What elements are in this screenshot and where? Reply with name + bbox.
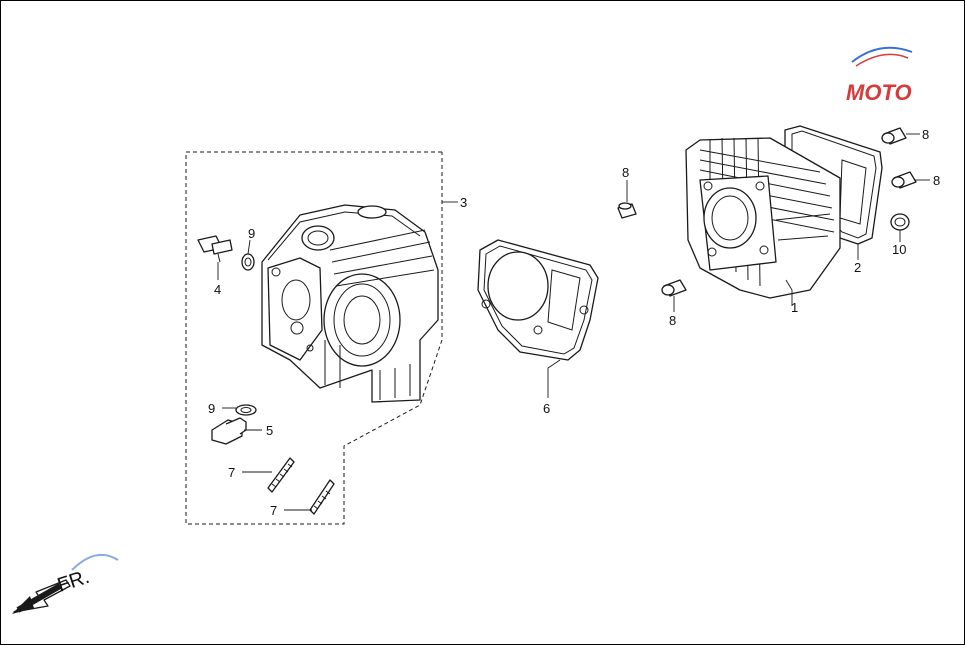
watermark-text: MOTO	[846, 80, 912, 105]
washer-9-upper	[241, 239, 255, 271]
callout-10: 10	[892, 242, 906, 257]
callout-7b: 7	[270, 503, 277, 518]
callout-8a: 8	[622, 165, 629, 180]
callout-5: 5	[266, 423, 273, 438]
watermark-bottom-left	[71, 553, 119, 571]
stud-7-lower	[284, 479, 335, 515]
callout-4: 4	[214, 282, 221, 297]
stud-7-upper	[242, 457, 295, 493]
cylinder-head	[261, 204, 439, 403]
stud-bolt-4	[197, 235, 233, 280]
seal-ring-10	[890, 213, 910, 242]
callout-8b: 8	[669, 313, 676, 328]
callout-3: 3	[460, 195, 467, 210]
callout-1: 1	[791, 300, 798, 315]
callout-9a: 9	[248, 226, 255, 241]
callout-8c: 8	[922, 127, 929, 142]
cylinder-block	[685, 137, 841, 306]
front-direction-arrow	[12, 579, 71, 614]
dowel-pin-8-d	[891, 171, 930, 189]
callout-6: 6	[543, 401, 550, 416]
dowel-pin-8-c	[881, 127, 920, 145]
watermark-top-right: MOTO	[846, 46, 913, 105]
callout-7a: 7	[228, 465, 235, 480]
bolt-5	[211, 417, 262, 445]
head-assembly-box	[185, 151, 458, 525]
front-direction-label: FR.	[55, 566, 92, 597]
dowel-pin-8-a	[617, 180, 637, 219]
dowel-pin-8-b	[661, 279, 687, 312]
callout-9b: 9	[208, 401, 215, 416]
callout-8d: 8	[933, 173, 940, 188]
washer-9-lower	[222, 404, 257, 416]
callout-2: 2	[854, 260, 861, 275]
head-gasket	[477, 239, 599, 398]
